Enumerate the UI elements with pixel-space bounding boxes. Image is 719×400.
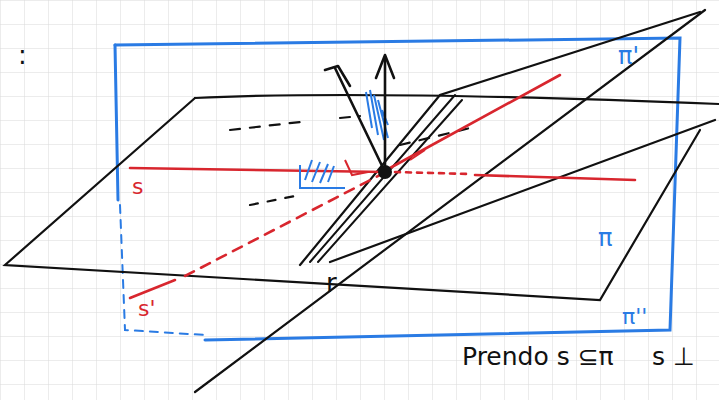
plane-label: π' xyxy=(618,44,639,68)
handwritten-note: s ⊥ xyxy=(652,344,695,369)
plane-label: π'' xyxy=(622,306,647,328)
plane-label: π xyxy=(598,226,612,250)
handwritten-note: Prendo s ⊆π xyxy=(462,344,614,369)
line-label: s' xyxy=(138,298,156,320)
colon-mark: : xyxy=(18,42,27,68)
line-label: r xyxy=(326,270,337,296)
line-label: s xyxy=(132,176,143,198)
